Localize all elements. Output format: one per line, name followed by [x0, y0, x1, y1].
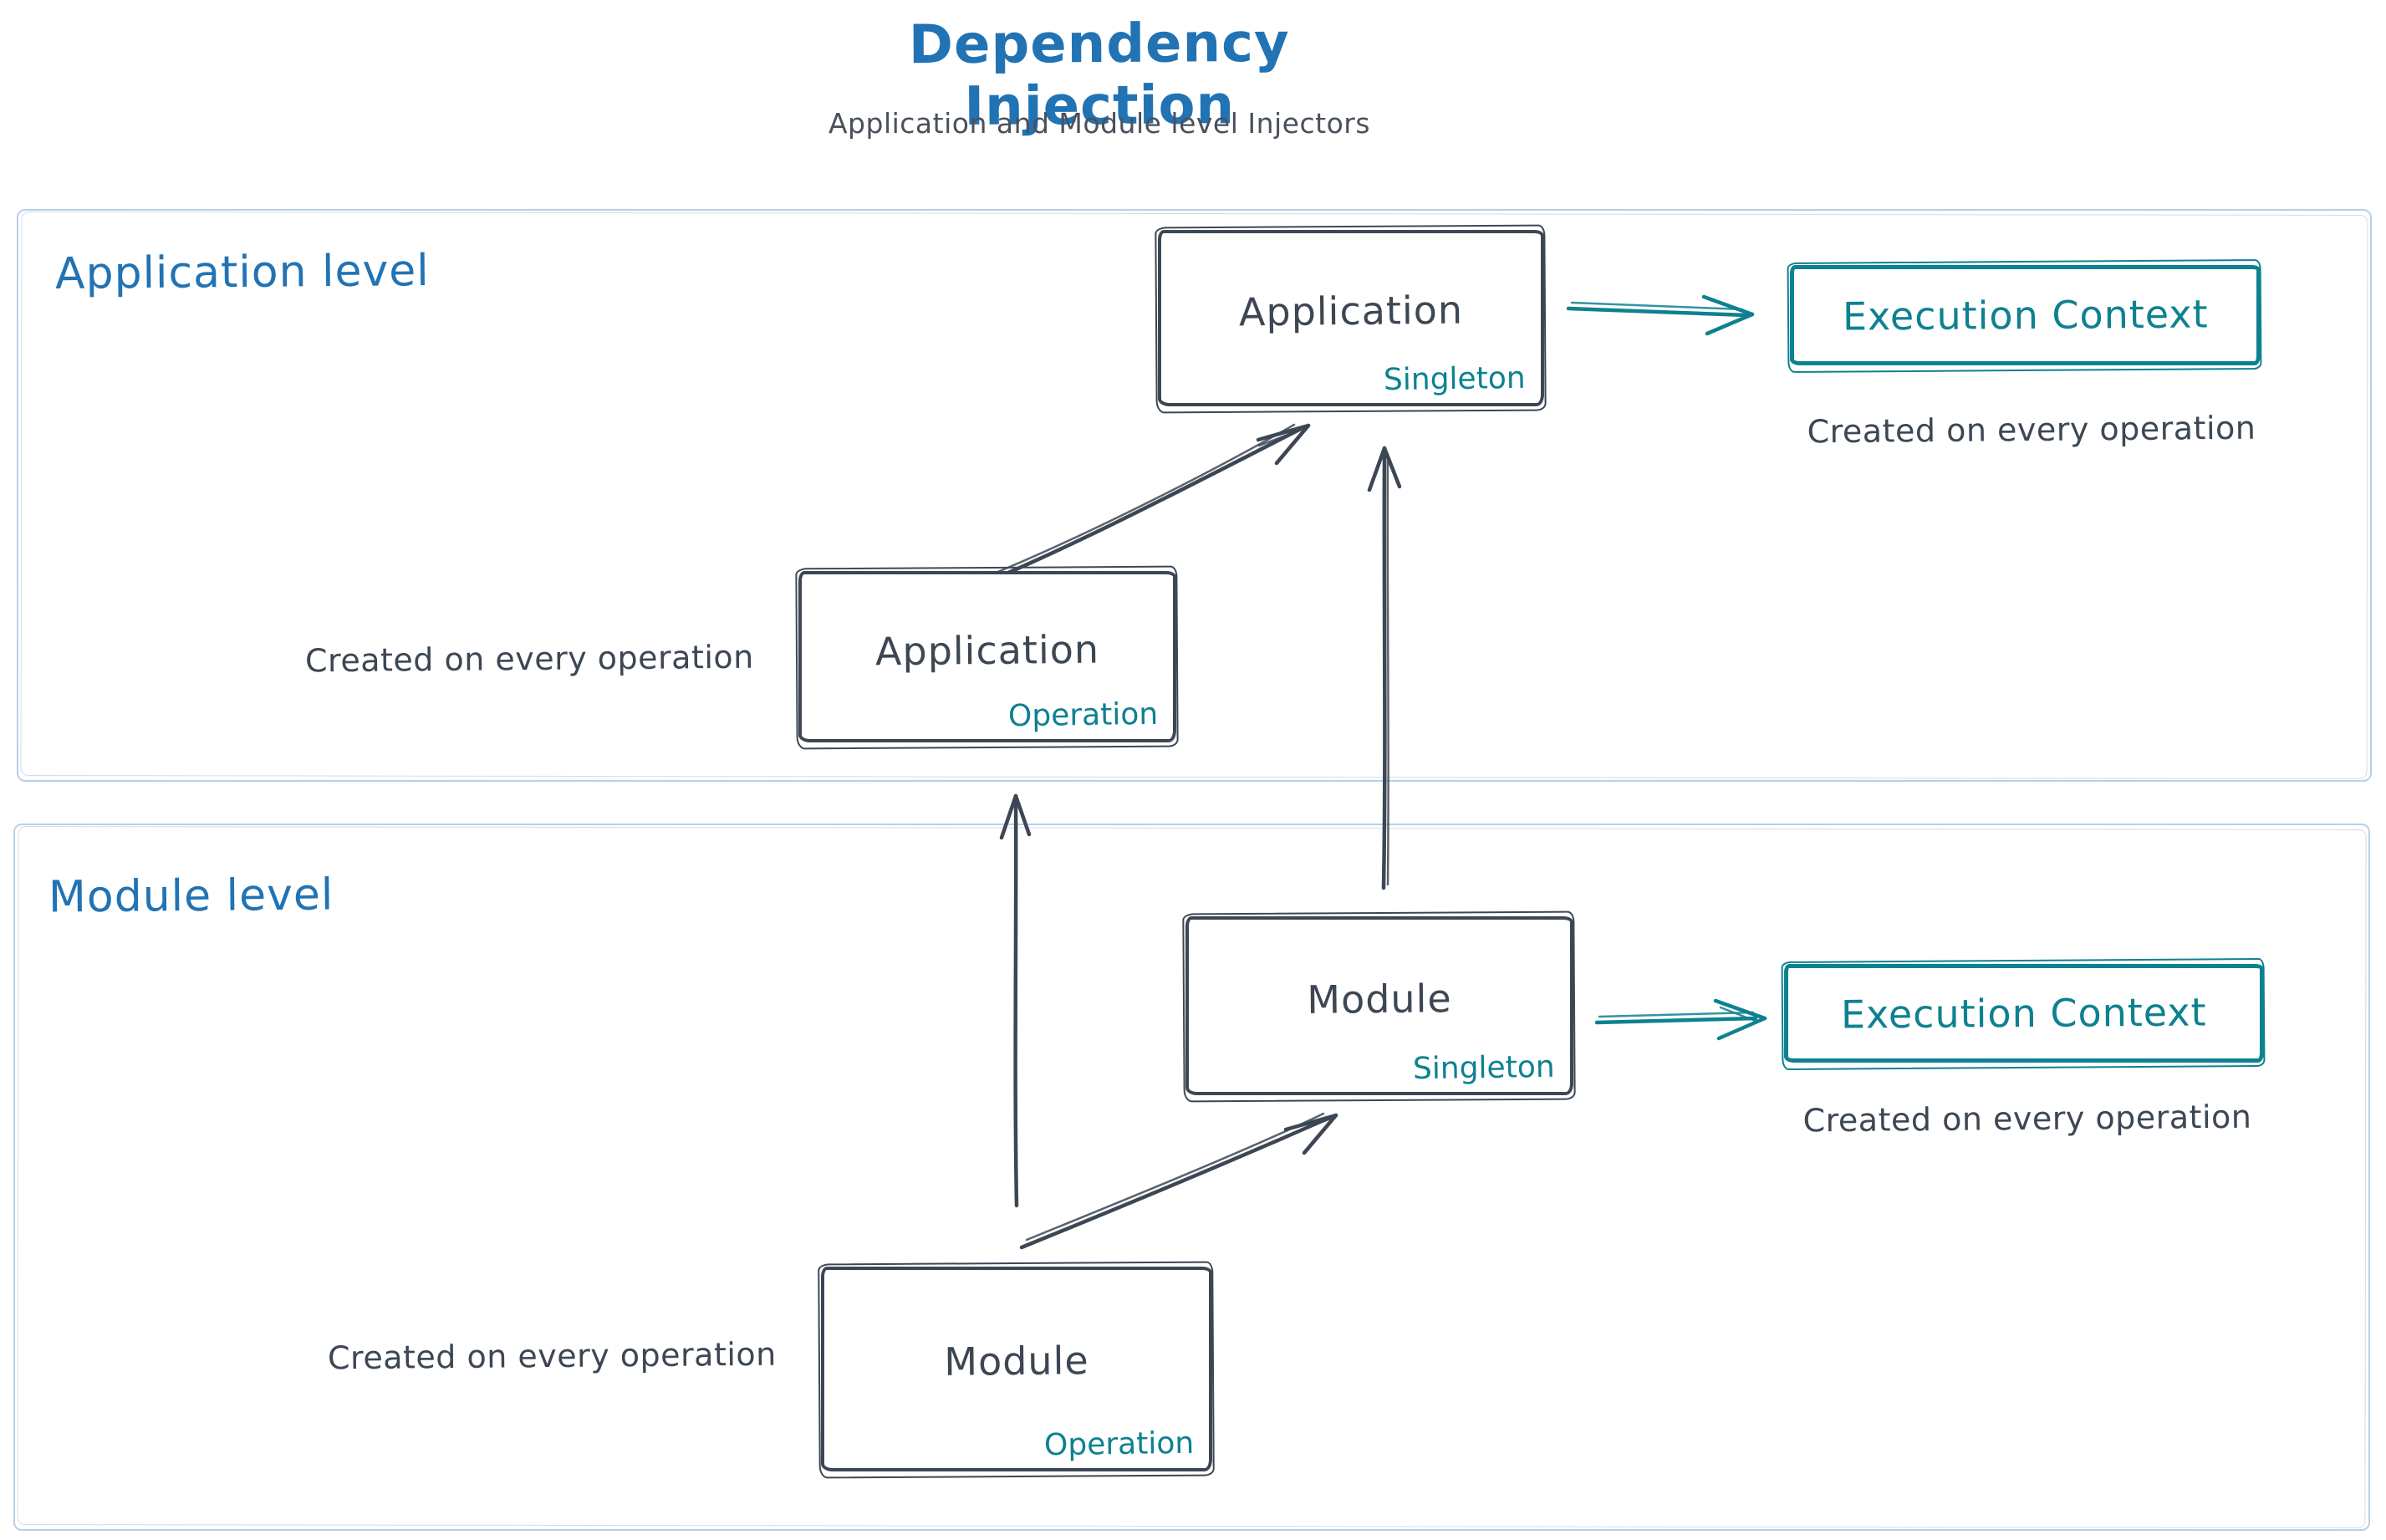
module-execution-note[interactable]: Created on every operation: [1802, 1098, 2252, 1140]
box-scope-tag: Operation: [1043, 1425, 1195, 1463]
box-title: Module: [944, 1338, 1089, 1384]
application-level-panel[interactable]: [17, 209, 2372, 782]
application-execution-context-box[interactable]: Execution Context: [1790, 265, 2261, 365]
application-execution-note[interactable]: Created on every operation: [1807, 409, 2256, 451]
diagram-subtitle[interactable]: Application and Module level Injectors: [828, 107, 1371, 140]
box-title: Execution Context: [1841, 989, 2207, 1038]
application-singleton-box[interactable]: Application Singleton: [1158, 230, 1544, 406]
module-execution-context-box[interactable]: Execution Context: [1784, 964, 2264, 1063]
box-scope-tag: Singleton: [1384, 360, 1527, 398]
application-operation-box[interactable]: Application Operation: [798, 571, 1176, 742]
module-singleton-box[interactable]: Module Singleton: [1185, 916, 1573, 1095]
box-title: Application: [1238, 287, 1464, 335]
box-title: Application: [874, 626, 1100, 675]
module-level-label[interactable]: Module level: [48, 869, 334, 923]
box-title: Execution Context: [1842, 291, 2209, 339]
module-operation-note[interactable]: Created on every operation: [327, 1335, 777, 1377]
module-level-panel[interactable]: [13, 824, 2370, 1531]
module-operation-box[interactable]: Module Operation: [821, 1267, 1212, 1471]
box-scope-tag: Singleton: [1413, 1049, 1556, 1087]
application-operation-note[interactable]: Created on every operation: [304, 638, 754, 680]
box-title: Module: [1307, 975, 1452, 1022]
box-scope-tag: Operation: [1007, 696, 1159, 734]
application-level-label[interactable]: Application level: [54, 246, 430, 299]
